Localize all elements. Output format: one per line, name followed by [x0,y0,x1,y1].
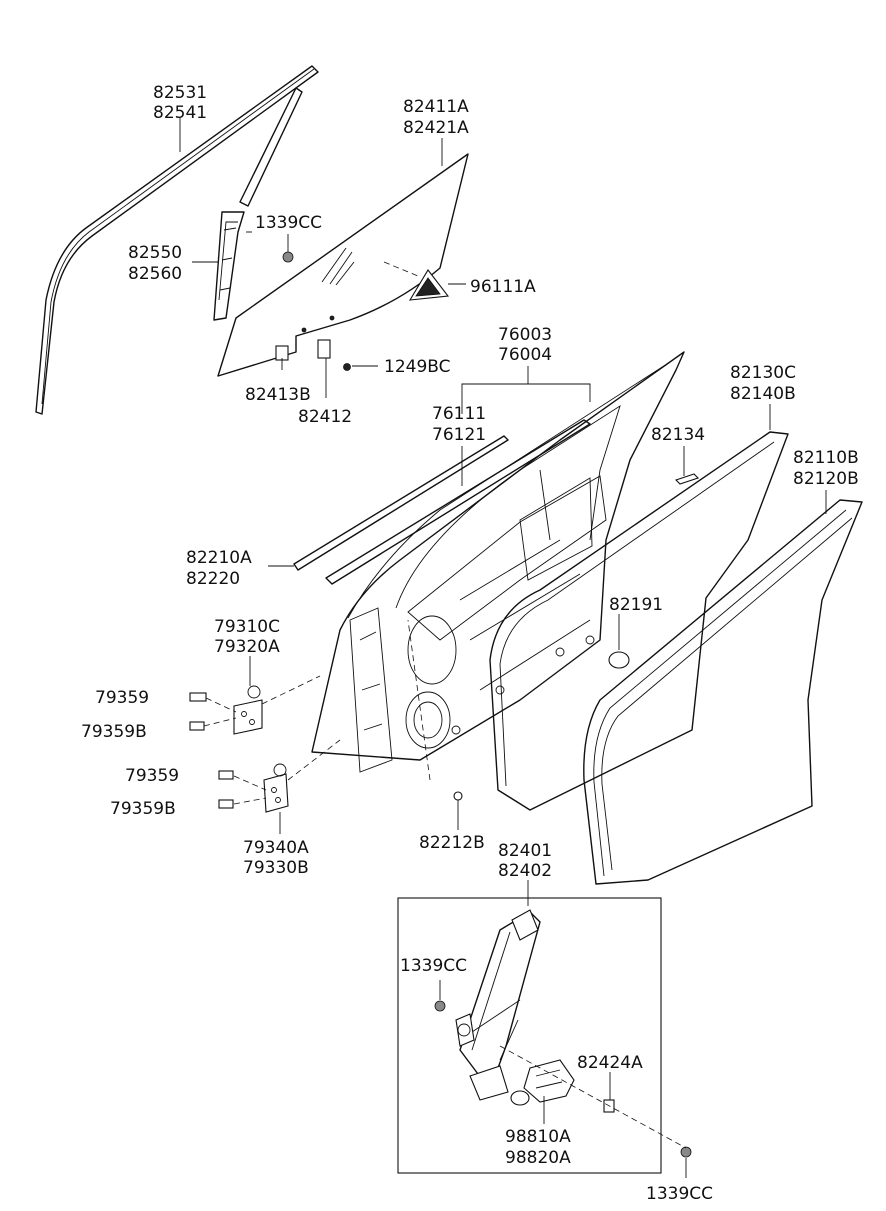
label-82560: 82560 [128,264,182,284]
label-79320A: 79320A [214,637,280,657]
label-82140B: 82140B [730,384,796,404]
part-number-labels: 82531 82541 82411A 82421A 1339CC 82550 8… [81,83,859,1204]
label-98810A: 98810A [505,1127,571,1147]
clip-part-82212B [453,791,463,808]
label-82531: 82531 [153,83,207,103]
label-82401: 82401 [498,841,552,861]
door-weatherstrip-inner-part [489,431,789,811]
label-82120B: 82120B [793,469,859,489]
label-79359-upper: 79359 [95,688,149,708]
hinge-bolts-part [189,692,234,809]
glass-run-channel-part [213,87,303,321]
upper-hinge-part [233,685,263,735]
label-76004: 76004 [498,345,552,365]
label-96111A: 96111A [470,277,536,297]
glass-clips-part [275,251,351,371]
label-76111: 76111 [432,404,486,424]
label-76003: 76003 [498,325,552,345]
label-1339CC-bottom: 1339CC [646,1184,713,1204]
label-82424A: 82424A [577,1053,643,1073]
label-1339CC-box: 1339CC [400,956,467,976]
label-82134: 82134 [651,425,705,445]
label-82210A: 82210A [186,548,252,568]
door-weatherstrip-outer-part [583,499,863,885]
regulator-box [397,897,662,1174]
label-79310C: 79310C [214,617,280,637]
label-82110B: 82110B [793,448,859,468]
label-82412: 82412 [298,407,352,427]
regulator-motor-part [510,1059,575,1106]
door-panel-part [311,351,685,773]
label-82220: 82220 [186,569,240,589]
label-82191: 82191 [609,595,663,615]
door-glass-part [217,153,469,377]
label-76121: 76121 [432,425,486,445]
label-82541: 82541 [153,103,207,123]
label-79359B-lower: 79359B [110,799,176,819]
clip-part-82134 [674,473,700,485]
label-82550: 82550 [128,243,182,263]
label-82413B: 82413B [245,385,311,405]
label-79359B-upper: 79359B [81,722,147,742]
delta-cover-part [408,269,450,301]
label-82402: 82402 [498,861,552,881]
label-1249BC: 1249BC [384,357,451,377]
frame-moulding-part [35,65,319,415]
label-82212B: 82212B [419,833,485,853]
label-79340A: 79340A [243,838,309,858]
label-79359-lower: 79359 [125,766,179,786]
lower-hinge-part [263,763,289,813]
label-98820A: 98820A [505,1148,571,1168]
door-bumper-part [608,651,630,669]
label-82411A: 82411A [403,97,469,117]
label-79330B: 79330B [243,858,309,878]
window-regulator-part [455,909,541,1101]
label-82421A: 82421A [403,118,469,138]
label-1339CC-top: 1339CC [255,213,322,233]
label-82130C: 82130C [730,363,796,383]
leader-lines [179,118,827,1178]
